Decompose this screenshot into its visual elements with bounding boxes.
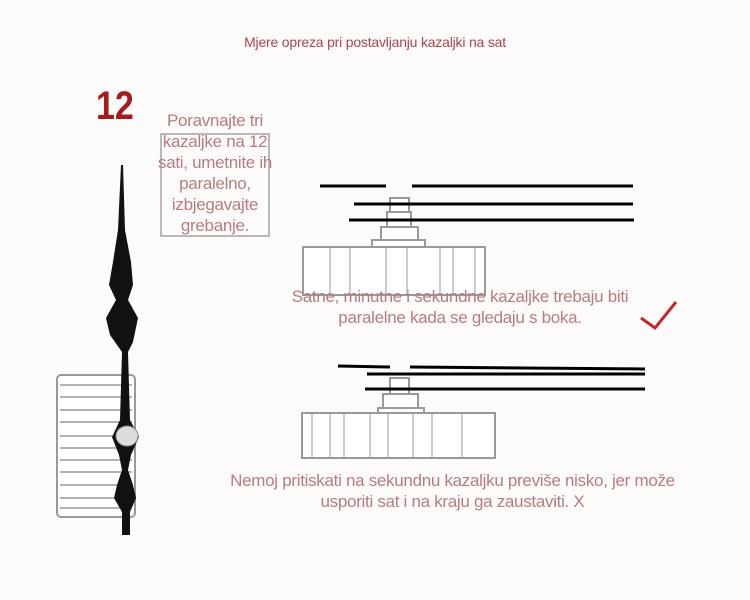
align-instruction: Poravnajte tri kazaljke na 12 sati, umet…	[158, 111, 272, 235]
page-title: Mjere opreza pri postavljanju kazaljki n…	[244, 34, 506, 50]
text-frame	[160, 133, 270, 237]
wrong-side-view	[301, 377, 496, 459]
correct-note: Satne, minutne i sekundne kazaljke treba…	[291, 287, 629, 327]
checkmark-icon	[640, 301, 678, 331]
hand-pin	[115, 425, 139, 447]
twelve-oclock-label: 12	[96, 84, 134, 128]
hands-parallel	[320, 184, 634, 222]
wrong-note: Nemoj pritiskati na sekundnu kazaljku pr…	[230, 471, 675, 511]
correct-side-view	[302, 197, 486, 296]
hands-misaligned	[337, 364, 646, 391]
